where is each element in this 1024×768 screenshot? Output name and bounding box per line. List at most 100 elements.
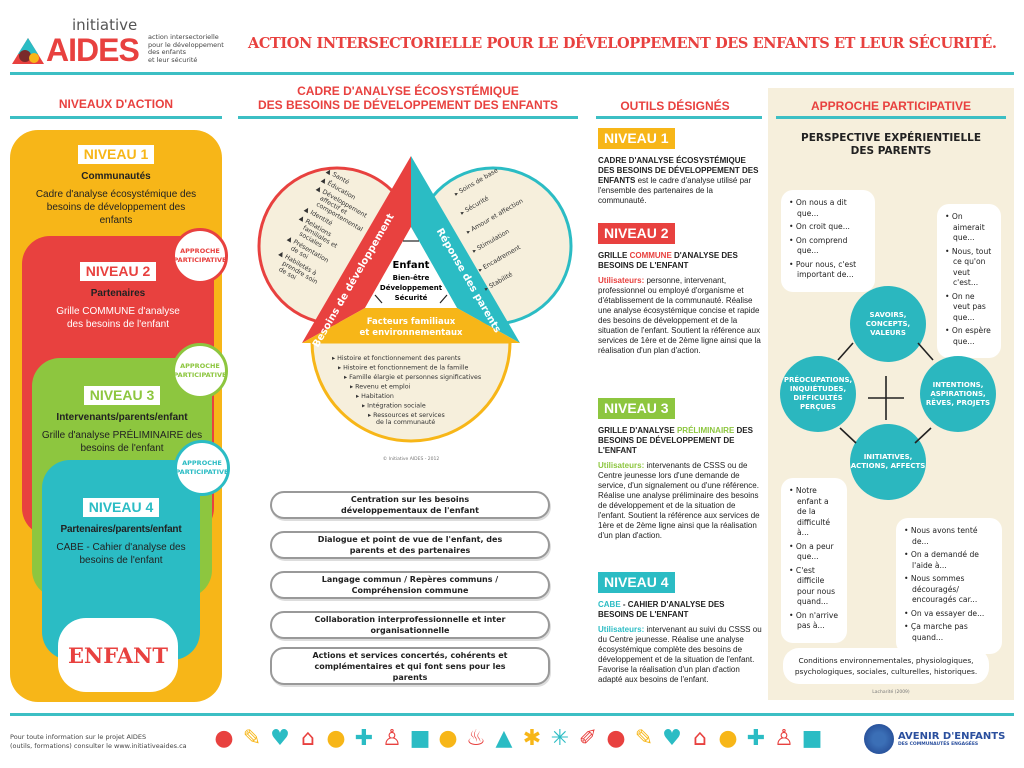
apple-icon: ● <box>438 726 458 751</box>
bubble-line: • On nous a dit que... <box>789 198 847 218</box>
bubble-intentions: • On aimerait que... • Nous, tout ce qu'o… <box>937 204 1001 358</box>
principle-item: Collaboration interprofessionnelle et in… <box>270 611 550 639</box>
bubble-preoccupations: • Notre enfant a de la difficulté à... • … <box>781 478 847 643</box>
factors-label: Facteurs familiaux <box>367 317 456 327</box>
bubble-line: • On croit que... <box>789 222 850 231</box>
basketball-icon: ● <box>214 726 234 751</box>
bubble-line: • Notre enfant a de la difficulté à... <box>789 486 831 537</box>
niveaux-heading: NIVEAUX D'ACTION <box>58 97 174 111</box>
level-tag: NIVEAU 1 <box>598 128 675 149</box>
response-band <box>411 156 520 343</box>
bubble-line: • Pour nous, c'est important de... <box>789 259 857 280</box>
copyright: © Initiative AIDES - 2012 <box>383 455 440 462</box>
family-icon: ♙ <box>382 726 402 751</box>
toothbrush-icon: ✐ <box>578 726 598 751</box>
factor-item: ▸ Habitation <box>356 393 394 400</box>
bubble-savoirs: • On nous a dit que... • On croit que... •… <box>781 190 875 292</box>
piggy-bank-icon: ● <box>718 726 738 751</box>
bubble-line: • Nous, tout ce qu'on veut c'est... <box>945 246 992 288</box>
page-title: ACTION INTERSECTORIELLE POUR LE DÉVELOPP… <box>248 35 997 52</box>
bubble-line: • On ne veut pas que... <box>945 291 986 322</box>
circle-preoccupations: PRÉOCUPATIONS, INQUIÉTUDES, DIFFICULTÉS … <box>780 356 856 432</box>
factors-circle <box>310 340 512 443</box>
speech-bubble-icon: ■ <box>409 726 431 751</box>
heart-icon: ♥ <box>270 726 290 751</box>
pencil-icon: ✎ <box>634 726 654 751</box>
source-citation: Lacharité (2009) <box>872 690 910 695</box>
sun-icon: ✳ <box>550 726 570 751</box>
principle-item: Dialogue et point de vue de l'enfant, de… <box>270 531 550 559</box>
pencil-icon: ✎ <box>242 726 262 751</box>
level-tag: NIVEAU 4 <box>598 572 675 593</box>
cross-icon: ✚ <box>354 726 374 751</box>
factor-item: ▸ Histoire et fonctionnement de la famil… <box>338 365 469 372</box>
shower-icon: ♨ <box>466 726 486 751</box>
triangle-logo-icon <box>12 38 44 64</box>
bubble-line: • On aimerait que... <box>945 212 985 242</box>
principle-item: Langage commun / Repères communs / Compr… <box>270 571 550 599</box>
bubble-line: • Ça marche pas quand... <box>904 622 968 642</box>
globe-logo-icon <box>864 724 894 754</box>
aides-logo: initiative AIDES action intersectorielle… <box>10 18 224 68</box>
svg-text:Bien-être: Bien-être <box>393 274 430 282</box>
heart-icon: ♥ <box>662 726 682 751</box>
enfant-box: ENFANT <box>58 618 178 692</box>
circle-initiatives: INITIATIVES, ACTIONS, AFFECTS <box>850 424 926 500</box>
level-tag: NIVEAU 2 <box>598 223 675 244</box>
coat-icon: ▲ <box>495 726 513 751</box>
arrows-icon <box>374 240 448 304</box>
approche-badge-3: APPROCHE PARTICIPATIVE <box>172 343 228 399</box>
principle-item: Actions et services concertés, cohérents… <box>270 647 550 685</box>
cross-icon: ✚ <box>746 726 766 751</box>
bubble-line: • On va essayer de... <box>904 608 985 618</box>
footer-icons: ● ✎ ♥ ⌂ ● ✚ ♙ ■ ● ♨ ▲ ✱ ✳ ✐ ● ✎ ♥ ⌂ ● ✚ ♙ ■ <box>212 726 824 752</box>
factor-item: ▸ Histoire et fonctionnement des parents <box>332 355 461 362</box>
approche-badge-2: APPROCHE PARTICIPATIVE <box>172 228 228 284</box>
center-title: Enfant <box>393 260 430 271</box>
svg-text:Sécurité: Sécurité <box>395 294 428 302</box>
bubble-line: • Nous avons tenté de... <box>904 526 978 546</box>
bubble-line: • On comprend que... <box>789 235 848 256</box>
factors-label: et environnementaux <box>360 328 463 338</box>
factor-item: ▸ Revenu et emploi <box>350 384 411 391</box>
ecosystemic-diagram: Besoins de développement Réponse des par… <box>257 156 573 462</box>
house-icon: ⌂ <box>301 726 315 751</box>
bubble-line: • C'est difficile pour nous quand... <box>789 565 836 607</box>
puzzle-icon: ✱ <box>522 726 542 751</box>
speech-bubble-icon: ■ <box>801 726 823 751</box>
factors-band <box>302 308 520 343</box>
circle-intentions: INTENTIONS, ASPIRATIONS, RÊVES, PROJETS <box>920 356 996 432</box>
bubble-line: • On a demandé de l'aide à... <box>904 550 979 570</box>
footer-info: Pour toute information sur le projet AID… <box>10 733 187 750</box>
circle-savoirs: SAVOIRS, CONCEPTS, VALEURS <box>850 286 926 362</box>
bubble-initiatives: • Nous avons tenté de... • On a demandé d… <box>896 518 1002 654</box>
level-tag: NIVEAU 3 <box>598 398 675 419</box>
bubble-line: • On espère que... <box>945 326 991 346</box>
needs-band <box>302 156 411 343</box>
outils-heading: OUTILS DÉSIGNÉS <box>620 99 730 113</box>
conditions-box: Conditions environnementales, physiologi… <box>783 648 989 684</box>
family-icon: ♙ <box>774 726 794 751</box>
child-center <box>365 227 457 308</box>
bubble-line: • On n'arrive pas à... <box>789 610 839 631</box>
approche-badge-4: APPROCHE PARTICIPATIVE <box>174 440 230 496</box>
factor-item: ▸ Famille élargie et personnes significa… <box>344 373 481 381</box>
approche-heading: APPROCHE PARTICIPATIVE <box>810 99 971 113</box>
house-icon: ⌂ <box>693 726 707 751</box>
factor-item: ▸ Intégration sociale <box>362 402 426 410</box>
svg-text:Développement: Développement <box>380 284 443 292</box>
bubble-line: • Nous sommes découragés/ encouragés car… <box>904 574 978 604</box>
basketball-icon: ● <box>606 726 626 751</box>
principle-item: Centration sur les besoins développement… <box>270 491 550 519</box>
cycle-arrows-icon <box>837 342 934 444</box>
bubble-line: • On a peur que... <box>789 541 834 562</box>
piggy-bank-icon: ● <box>326 726 346 751</box>
